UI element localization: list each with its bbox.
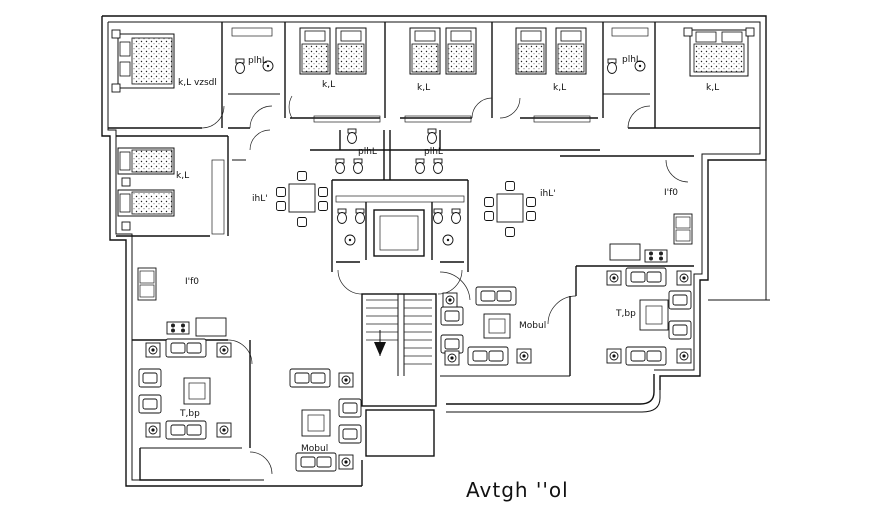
label-bedroom-2: k,L bbox=[322, 80, 335, 90]
outer-walls bbox=[101, 15, 770, 487]
label-sofa-right: Mobul bbox=[519, 321, 546, 331]
label-sofa-left: Mobul bbox=[301, 444, 328, 454]
label-bath-2: plhL bbox=[622, 55, 641, 65]
label-bath-1: plhL bbox=[248, 56, 267, 66]
label-bedroom-6: k,L bbox=[176, 171, 189, 181]
twin-beds-room-4 bbox=[515, 27, 587, 75]
label-living-left: T,bp bbox=[179, 409, 200, 419]
right-dining-table bbox=[458, 149, 694, 237]
twin-beds-room-3 bbox=[409, 27, 477, 75]
center-left-living bbox=[249, 368, 363, 487]
center-right-living bbox=[439, 271, 570, 377]
twin-beds-room-2 bbox=[299, 27, 367, 75]
plan-title: Avtgh ''ol bbox=[466, 478, 569, 502]
label-bath-4: plhL bbox=[424, 147, 443, 157]
left-bedroom bbox=[116, 135, 229, 237]
label-dining-right: ihL' bbox=[540, 189, 556, 199]
label-master-bedroom: k,L vzsdl bbox=[178, 78, 217, 88]
label-living-right: T,bp bbox=[615, 309, 636, 319]
left-dining-table bbox=[232, 129, 328, 227]
label-bedroom-5: k,L bbox=[706, 83, 719, 93]
label-bedroom-3: k,L bbox=[417, 83, 430, 93]
label-kitchen-left: I'f0 bbox=[185, 277, 199, 287]
master-bed-right bbox=[683, 27, 755, 77]
top-partitions bbox=[108, 22, 760, 129]
arrow-down-icon bbox=[374, 330, 386, 356]
right-kitchen bbox=[547, 213, 694, 376]
right-living-furniture bbox=[606, 267, 692, 366]
left-kitchen bbox=[132, 267, 253, 448]
label-kitchen-right: I'f0 bbox=[664, 188, 678, 198]
left-living-furniture bbox=[138, 338, 232, 440]
master-bed-left bbox=[111, 29, 175, 93]
central-core bbox=[310, 130, 469, 295]
staircase bbox=[361, 293, 437, 457]
label-bath-3: plhL bbox=[358, 147, 377, 157]
label-dining-left: ihL' bbox=[252, 194, 268, 204]
label-bedroom-4: k,L bbox=[553, 83, 566, 93]
